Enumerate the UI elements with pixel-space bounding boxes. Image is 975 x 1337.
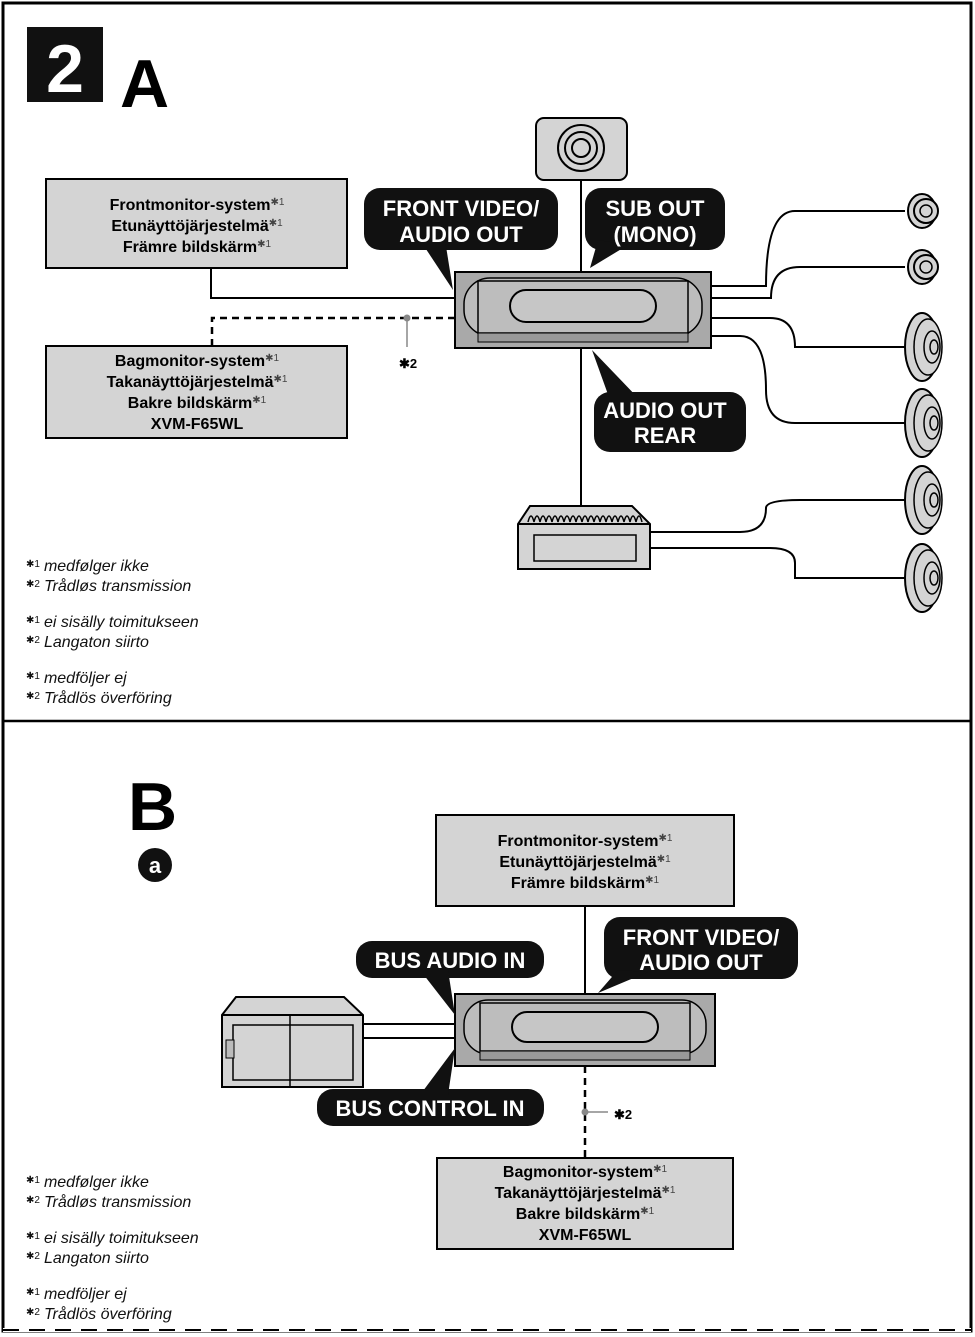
svg-text:BUS AUDIO IN: BUS AUDIO IN [375, 948, 526, 973]
svg-text:Takanäyttöjärjestelmä✱1: Takanäyttöjärjestelmä✱1 [495, 1185, 676, 1202]
cd-changer-icon [221, 996, 364, 1088]
section-letter-a: A [120, 46, 169, 122]
svg-text:BUS CONTROL IN: BUS CONTROL IN [335, 1096, 524, 1121]
svg-text:(MONO): (MONO) [613, 222, 696, 247]
svg-text:Etunäyttöjärjestelmä✱1: Etunäyttöjärjestelmä✱1 [499, 854, 671, 871]
head-unit-icon-b [454, 993, 716, 1067]
tag-front-video-audio-out-b: FRONT VIDEO/ AUDIO OUT [598, 917, 798, 993]
svg-text:Bagmonitor-system✱1: Bagmonitor-system✱1 [115, 353, 280, 370]
speaker-icon [904, 465, 943, 535]
wireless-dot-a [403, 314, 411, 322]
speaker-icon [904, 312, 943, 382]
sub-letter-badge [138, 848, 172, 882]
tag-audio-out-rear: AUDIO OUT REAR [592, 350, 746, 452]
svg-text:Bakre bildskärm✱1: Bakre bildskärm✱1 [516, 1206, 655, 1223]
head-unit-icon-a [454, 271, 712, 349]
svg-text:FRONT VIDEO/: FRONT VIDEO/ [383, 196, 539, 221]
front-monitor-box-b [435, 814, 735, 907]
tag-bus-control-in: BUS CONTROL IN [317, 1048, 544, 1126]
svg-text:Bakre bildskärm✱1: Bakre bildskärm✱1 [128, 395, 267, 412]
sub-letter: a [149, 853, 162, 878]
svg-text:✱1ei sisälly toimitukseen: ✱1ei sisälly toimitukseen [26, 614, 199, 631]
front-monitor-box-a [45, 178, 348, 269]
wireless-link-a [210, 316, 455, 346]
svg-text:FRONT VIDEO/: FRONT VIDEO/ [623, 925, 779, 950]
svg-text:Etunäyttöjärjestelmä✱1: Etunäyttöjärjestelmä✱1 [111, 218, 283, 235]
tag-sub-out-mono: SUB OUT (MONO) [585, 188, 725, 268]
svg-text:✱1ei sisälly toimitukseen: ✱1ei sisälly toimitukseen [26, 1230, 199, 1247]
tweeter-icon [907, 193, 939, 229]
wireless-mark-a: ✱2 [399, 356, 417, 371]
svg-text:Främre bildskärm✱1: Främre bildskärm✱1 [511, 875, 660, 892]
svg-text:AUDIO OUT: AUDIO OUT [399, 222, 523, 247]
step-number: 2 [46, 31, 84, 107]
svg-text:REAR: REAR [634, 423, 696, 448]
wireless-dot-b [581, 1108, 589, 1116]
subwoofer-icon [535, 117, 628, 181]
rear-monitor-box-a [45, 345, 348, 439]
wireless-mark-b: ✱2 [614, 1107, 632, 1122]
speaker-icon [904, 543, 943, 613]
svg-text:AUDIO OUT: AUDIO OUT [603, 398, 727, 423]
wires-b [363, 906, 586, 1039]
section-letter-b: B [128, 769, 177, 845]
svg-text:SUB OUT: SUB OUT [606, 196, 706, 221]
speaker-icon [904, 388, 943, 458]
tag-bus-audio-in: BUS AUDIO IN [356, 941, 544, 1015]
rear-monitor-box-b [436, 1157, 734, 1250]
section-b: B a ✱2 Frontmonitor-system✱1 Etunäyttöjä… [26, 769, 798, 1323]
svg-text:Takanäyttöjärjestelmä✱1: Takanäyttöjärjestelmä✱1 [107, 374, 288, 391]
svg-text:Främre bildskärm✱1: Främre bildskärm✱1 [123, 239, 272, 256]
amplifier-icon [517, 505, 651, 570]
svg-text:AUDIO OUT: AUDIO OUT [639, 950, 763, 975]
svg-text:Frontmonitor-system✱1: Frontmonitor-system✱1 [498, 833, 673, 850]
step-number-badge [27, 27, 103, 102]
section-a: 2 A ✱2 Frontmonitor-system✱1 Etunäyttöjä… [26, 27, 943, 707]
svg-text:XVM-F65WL: XVM-F65WL [539, 1227, 632, 1244]
svg-text:Bagmonitor-system✱1: Bagmonitor-system✱1 [503, 1164, 668, 1181]
front-monitor-label-a: Frontmonitor-system✱1 [110, 197, 285, 214]
wires-a [210, 180, 905, 579]
svg-text:XVM-F65WL: XVM-F65WL [151, 416, 244, 433]
tag-front-video-audio-out-a: FRONT VIDEO/ AUDIO OUT [364, 188, 558, 290]
tweeter-icon [907, 249, 939, 285]
